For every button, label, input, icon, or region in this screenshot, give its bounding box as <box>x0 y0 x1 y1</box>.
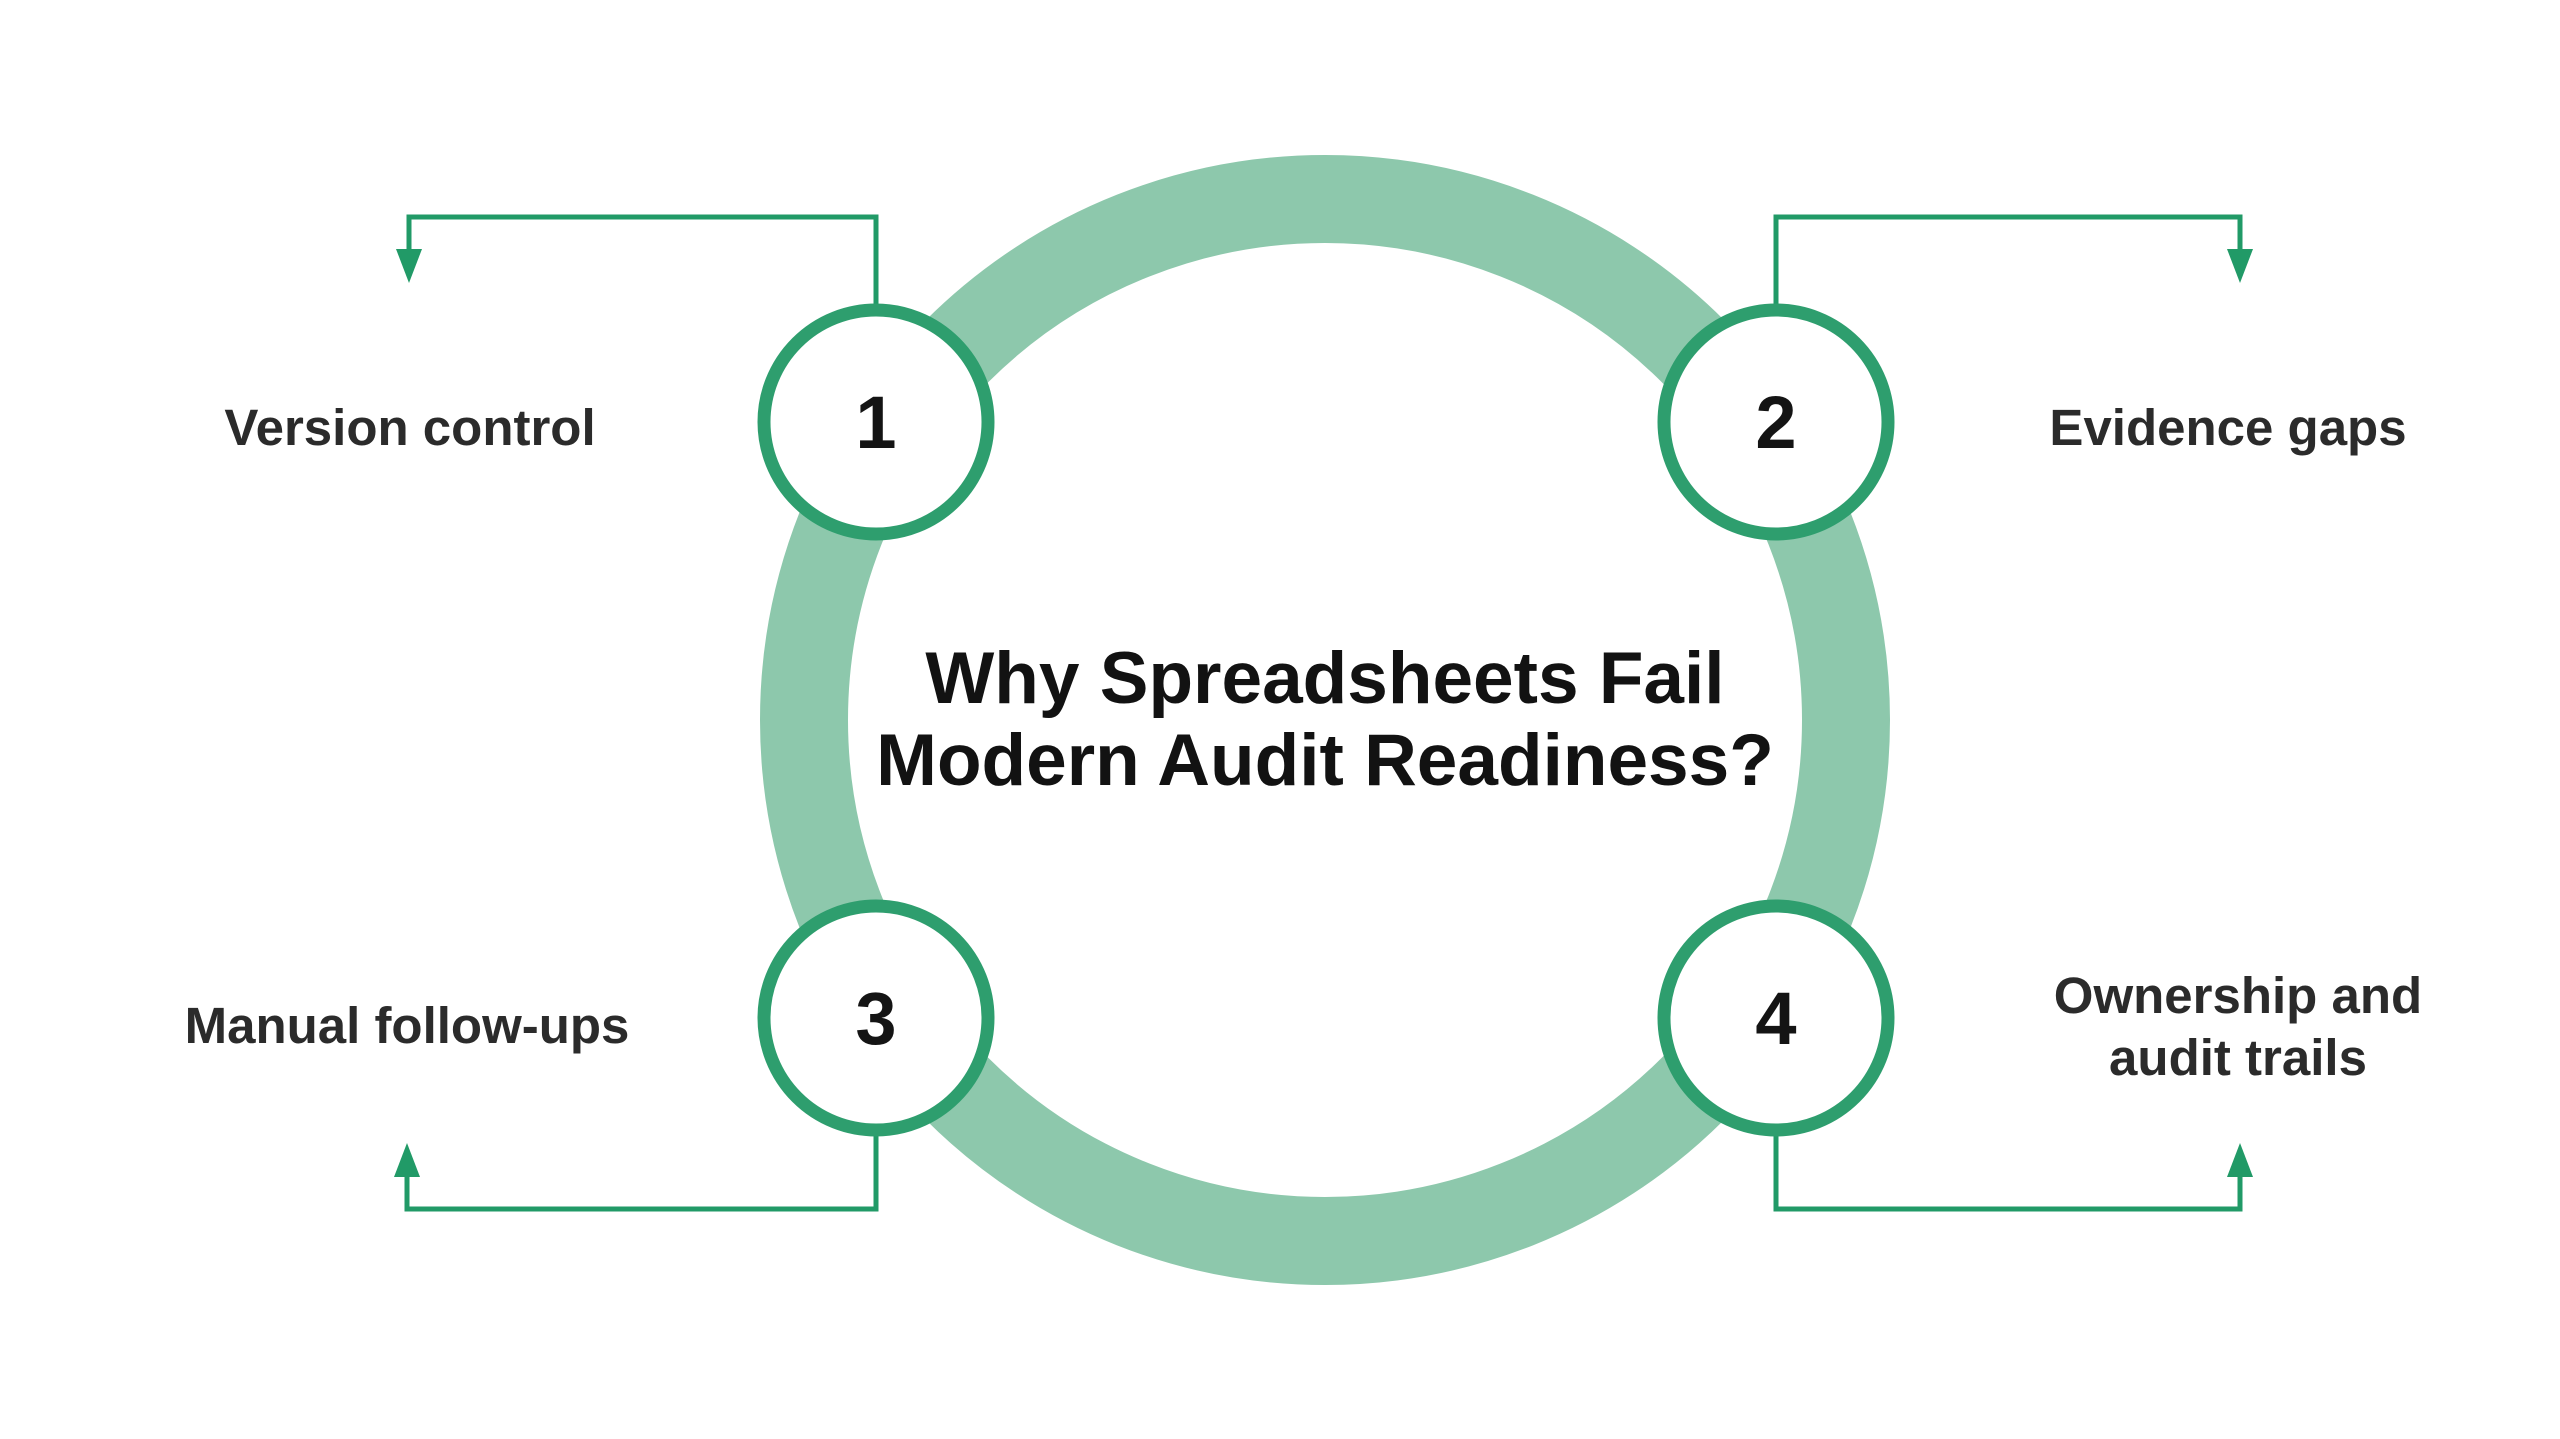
page-title-line1: Why Spreadsheets Fail <box>925 638 1725 719</box>
page-title-line2: Modern Audit Readiness? <box>876 719 1774 801</box>
connector-line-bottom-left <box>404 1131 879 1212</box>
connector-line-top-right <box>1773 214 2243 305</box>
label-ownership-audit-trails: Ownership and audit trails <box>2053 967 2423 1087</box>
page-title: Why Spreadsheets Fail Modern Audit Readi… <box>725 638 1925 802</box>
background-ring <box>760 155 1890 1285</box>
step-circle-2 <box>1657 303 1895 541</box>
step-circle-1 <box>757 303 995 541</box>
step-circle-4 <box>1657 899 1895 1137</box>
arrow-down-icon <box>2227 249 2253 283</box>
label-evidence-gaps: Evidence gaps <box>2049 399 2407 456</box>
label-version-control: Version control <box>224 399 596 456</box>
step-number-2: 2 <box>1755 380 1797 464</box>
arrow-down-icon <box>396 249 422 283</box>
step-number-3: 3 <box>855 976 897 1060</box>
step-number-1: 1 <box>855 380 897 464</box>
arrow-up-icon <box>394 1143 420 1177</box>
step-number-4: 4 <box>1755 976 1797 1060</box>
arrow-up-icon <box>2227 1143 2253 1177</box>
label-manual-follow-ups: Manual follow-ups <box>184 997 630 1054</box>
step-circle-3 <box>757 899 995 1137</box>
connector-line-bottom-right <box>1773 1131 2243 1212</box>
connector-line-top-left <box>406 214 879 305</box>
